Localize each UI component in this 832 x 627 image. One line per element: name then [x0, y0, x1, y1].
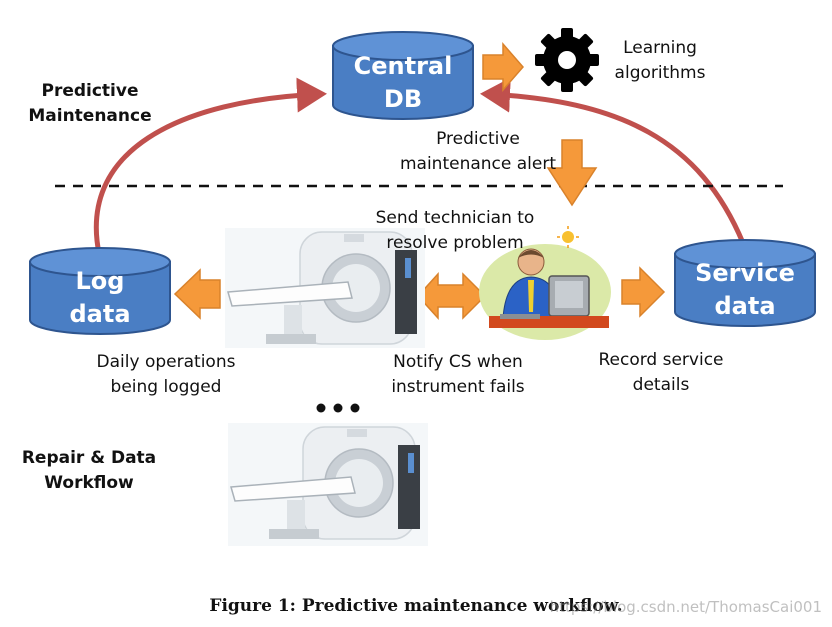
record-service-line1: Record service	[598, 350, 724, 370]
learning-line1: Learning	[623, 38, 697, 58]
log-data-label-line1: Log	[75, 267, 125, 295]
service-data-label: Service data	[675, 257, 815, 323]
arrow-to-service-data	[621, 266, 666, 318]
central-db-cylinder	[332, 31, 474, 120]
section-bottom-line1: Repair & Data	[21, 448, 157, 468]
service-data-label-line2: data	[714, 292, 776, 320]
log-data-cylinder	[29, 247, 171, 335]
arrow-alert-down	[546, 139, 598, 207]
daily-operations-label: Daily operations being logged	[86, 350, 246, 400]
record-service-line2: details	[632, 375, 690, 395]
service-data-label-line1: Service	[695, 259, 795, 287]
ct-scanner-image	[225, 228, 425, 348]
notify-cs-line2: instrument fails	[391, 377, 525, 397]
send-tech-line2: resolve problem	[386, 233, 524, 253]
ellipsis-icon	[316, 403, 360, 413]
notify-cs-label: Notify CS when instrument fails	[378, 350, 538, 400]
arc-service-to-central	[480, 77, 746, 244]
predictive-maintenance-heading: Predictive Maintenance	[20, 79, 160, 129]
arrow-central-to-gear	[482, 41, 524, 93]
learning-algorithms-label: Learning algorithms	[595, 36, 725, 86]
central-db-label-line2: DB	[383, 85, 423, 113]
predictive-alert-label: Predictive maintenance alert	[388, 127, 568, 177]
section-top-line1: Predictive	[41, 81, 139, 101]
arc-log-to-central	[93, 77, 327, 259]
gear-icon	[535, 28, 599, 92]
service-data-cylinder	[674, 239, 816, 327]
central-db-label: Central DB	[333, 50, 473, 116]
watermark: https://blog.csdn.net/ThomasCai001	[549, 598, 822, 616]
ct-scanner-image	[228, 423, 428, 546]
log-data-label: Log data	[30, 265, 170, 331]
arrow-to-log-data	[173, 268, 221, 320]
central-db-label-line1: Central	[353, 52, 453, 80]
log-data-label-line2: data	[69, 300, 131, 328]
section-bottom-line2: Workflow	[44, 473, 134, 493]
figure-caption: Figure 1: Predictive maintenance workflo…	[209, 596, 623, 616]
technician-image	[479, 226, 611, 340]
repair-data-workflow-heading: Repair & Data Workflow	[14, 446, 164, 496]
arrow-scanner-technician-double	[416, 272, 487, 320]
section-top-line2: Maintenance	[28, 106, 152, 126]
daily-ops-line2: being logged	[110, 377, 222, 397]
notify-cs-line1: Notify CS when	[393, 352, 523, 372]
send-technician-label: Send technician to resolve problem	[355, 206, 555, 256]
alert-line2: maintenance alert	[399, 154, 557, 174]
daily-ops-line1: Daily operations	[96, 352, 236, 372]
learning-line2: algorithms	[614, 63, 706, 83]
alert-line1: Predictive	[436, 129, 520, 149]
send-tech-line1: Send technician to	[375, 208, 535, 228]
record-service-label: Record service details	[586, 348, 736, 398]
